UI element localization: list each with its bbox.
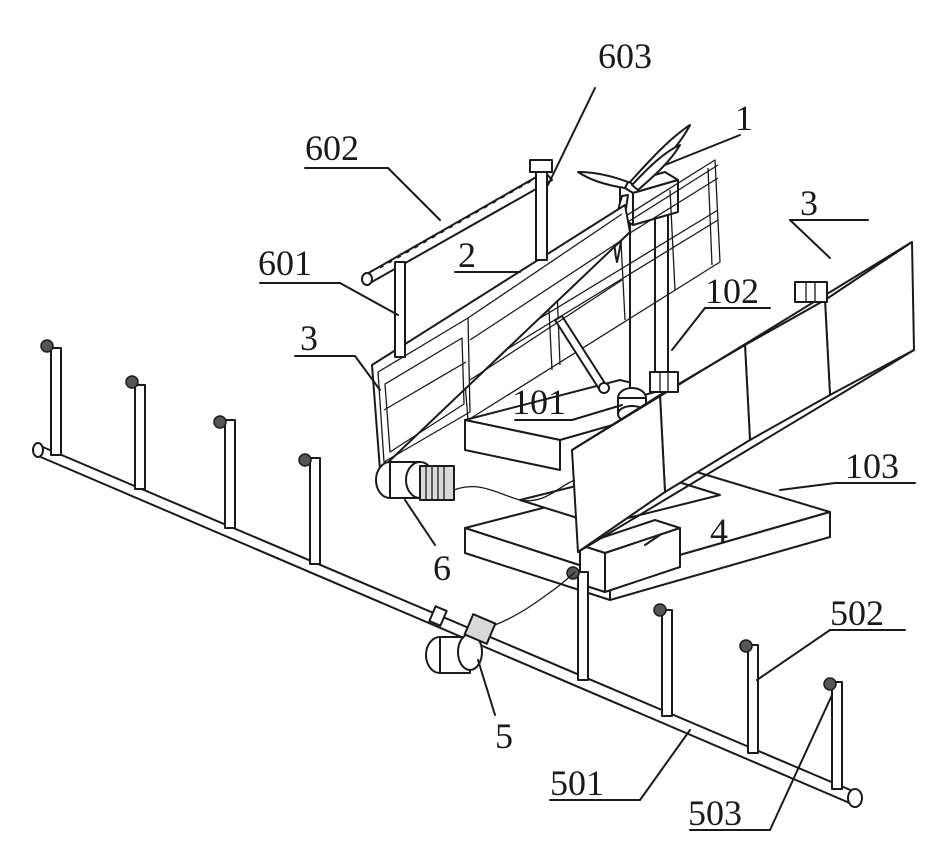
label-101: 101 [512,382,566,422]
label-2: 2 [458,235,476,275]
label-6: 6 [433,548,451,588]
label-503: 503 [688,793,742,833]
riser-pipes-left [41,340,320,564]
label-1: 1 [735,98,753,138]
label-4: 4 [710,511,728,551]
label-603: 603 [598,36,652,76]
label-3-right: 3 [800,183,818,223]
label-501: 501 [550,763,604,803]
label-502: 502 [830,593,884,633]
label-103: 103 [845,446,899,486]
label-102: 102 [705,271,759,311]
label-3-left: 3 [300,318,318,358]
label-602: 602 [305,128,359,168]
label-5: 5 [495,716,513,756]
label-601: 601 [258,243,312,283]
